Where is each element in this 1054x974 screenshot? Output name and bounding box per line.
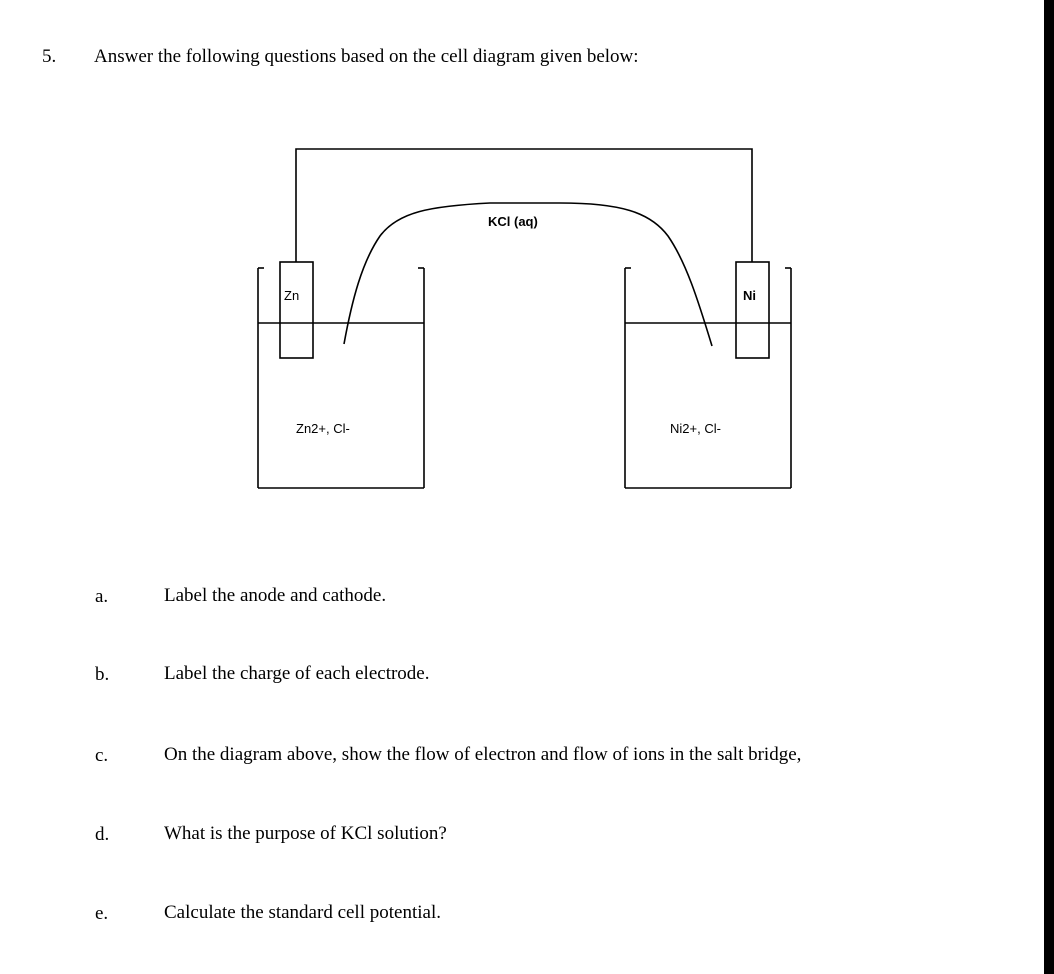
- subquestion-d-letter: d.: [95, 824, 110, 845]
- zinc-electrode: [279, 261, 314, 359]
- salt-bridge: [343, 202, 713, 347]
- cell-diagram: Zn Ni KCl (aq) Zn2+, Cl- Ni2+, Cl-: [257, 148, 792, 489]
- nickel-electrode: [735, 261, 770, 359]
- subquestion-b-text: Label the charge of each electrode.: [164, 663, 430, 684]
- question-number: 5.: [42, 46, 57, 67]
- subquestion-c-text: On the diagram above, show the flow of e…: [164, 744, 802, 765]
- left-beaker: [257, 267, 425, 489]
- subquestion-d-text: What is the purpose of KCl solution?: [164, 823, 447, 844]
- left-electrode-label: Zn: [284, 288, 299, 303]
- right-solution-label: Ni2+, Cl-: [670, 421, 721, 436]
- subquestion-e-letter: e.: [95, 903, 109, 924]
- subquestion-c-letter: c.: [95, 745, 109, 766]
- subquestion-a-letter: a.: [95, 586, 109, 607]
- subquestion-b-letter: b.: [95, 664, 110, 685]
- subquestion-a-text: Label the anode and cathode.: [164, 585, 387, 606]
- right-electrode-label: Ni: [743, 288, 756, 303]
- page-edge-bar: [1044, 0, 1054, 974]
- left-solution-label: Zn2+, Cl-: [296, 421, 350, 436]
- subquestion-e-text: Calculate the standard cell potential.: [164, 902, 441, 923]
- external-wire: [295, 148, 753, 262]
- question-text: Answer the following questions based on …: [94, 46, 639, 67]
- salt-bridge-label: KCl (aq): [488, 214, 538, 229]
- right-beaker: [624, 267, 792, 489]
